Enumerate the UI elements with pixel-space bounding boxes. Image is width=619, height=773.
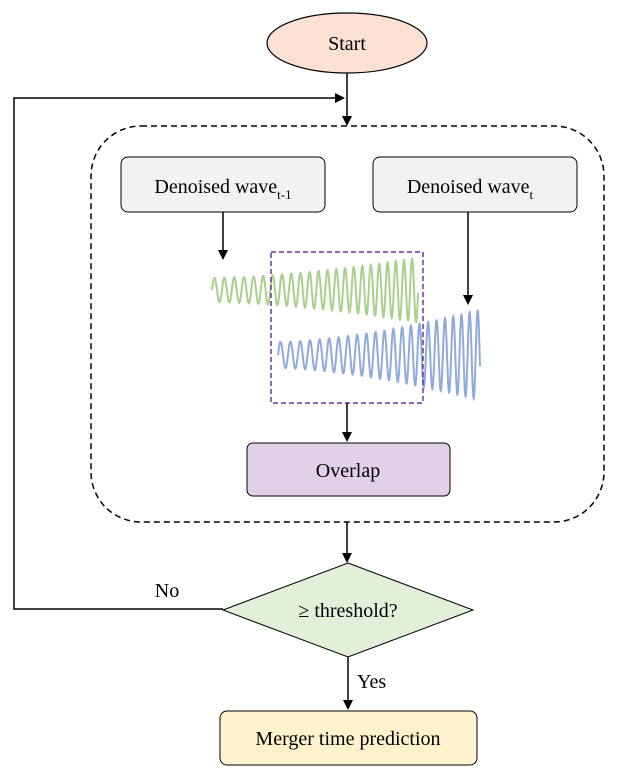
- denoised-wave-curr-label: Denoised wavet: [407, 176, 534, 202]
- start-label: Start: [328, 33, 366, 55]
- waveform-prev: [211, 256, 419, 324]
- denoised-wave-curr-node: Denoised wavet: [372, 156, 578, 213]
- arrow-no-feedback: [13, 93, 345, 610]
- no-label: No: [155, 580, 179, 602]
- merger-time-prediction-node: Merger time prediction: [219, 710, 478, 766]
- overlap-label: Overlap: [316, 460, 380, 482]
- merger-time-prediction-label: Merger time prediction: [255, 728, 440, 750]
- threshold-decision-label: ≥ threshold?: [298, 600, 397, 622]
- denoised-wave-prev-label: Denoised wavet-1: [154, 176, 291, 202]
- threshold-decision-node: ≥ threshold?: [221, 562, 475, 658]
- start-node: Start: [266, 12, 428, 74]
- yes-label: Yes: [357, 671, 386, 693]
- overlap-node: Overlap: [246, 442, 451, 497]
- denoised-wave-prev-node: Denoised wavet-1: [120, 156, 326, 213]
- waveform-curr: [277, 309, 481, 402]
